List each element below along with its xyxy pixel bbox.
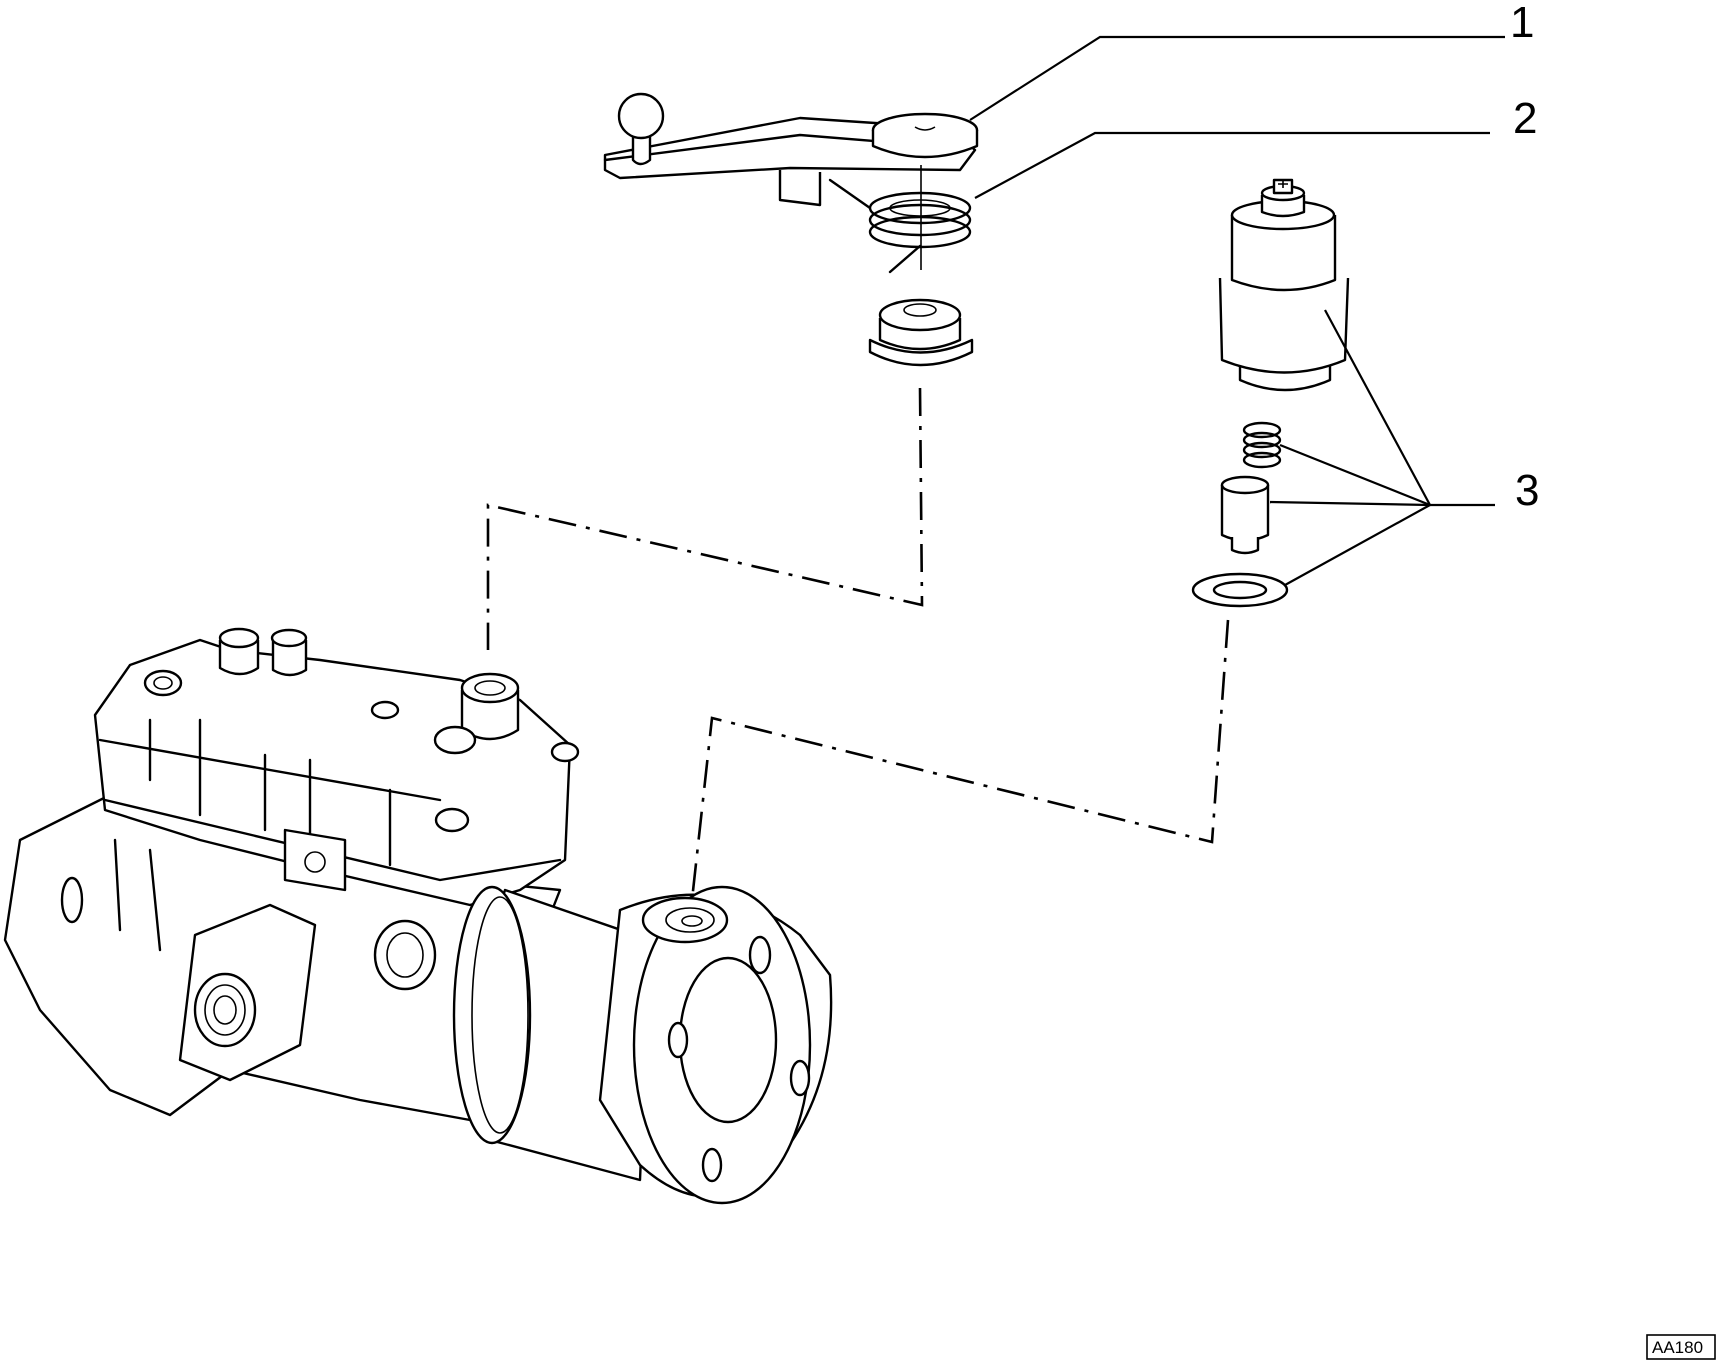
stop-lever: [603, 92, 979, 207]
valve-plunger: [1220, 475, 1270, 555]
reference-code-text: AA180: [1652, 1338, 1703, 1357]
injection-pump-body: [3, 627, 580, 1122]
reference-code-label: AA180: [1646, 1334, 1716, 1360]
leader-lines: [969, 35, 1505, 586]
assembly-path-bushing: [486, 387, 924, 650]
callout-2: 2: [1513, 94, 1537, 143]
callout-3: 3: [1515, 466, 1539, 515]
hydraulic-head-cylinder: [452, 885, 833, 1205]
stop-solenoid-valve: [1218, 178, 1350, 392]
bushing: [868, 298, 974, 367]
sealing-washer: [1191, 572, 1289, 608]
torsion-spring: [828, 165, 972, 274]
valve-spring: [1242, 421, 1282, 469]
assembly-path-valve: [690, 619, 1230, 901]
callout-1: 1: [1510, 0, 1534, 47]
